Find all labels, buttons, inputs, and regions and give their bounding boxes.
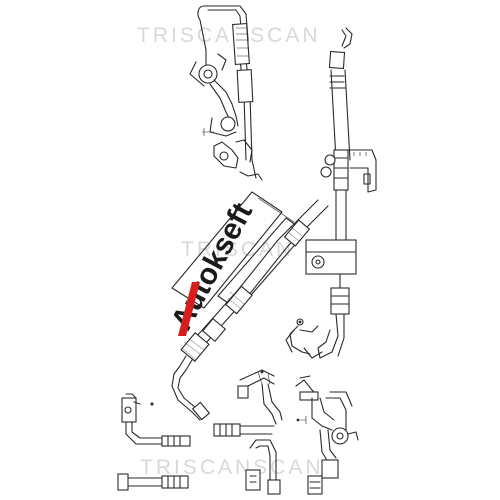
watermark-top: TRISCANSCAN xyxy=(137,24,321,47)
autokseft-logo: Autokseft xyxy=(174,198,259,336)
reference-marks xyxy=(150,320,302,422)
right-vertical-hose xyxy=(285,27,377,359)
logo-accent-slash xyxy=(178,282,200,336)
bottom-right-hose-assembly xyxy=(295,375,359,495)
diagonal-hose xyxy=(150,191,329,421)
top-left-hose-assembly xyxy=(189,5,263,181)
bottom-left-hose xyxy=(117,393,191,491)
watermark-bottom: TRISCANSCAN xyxy=(140,456,324,479)
bottom-middle-hose xyxy=(213,369,283,495)
